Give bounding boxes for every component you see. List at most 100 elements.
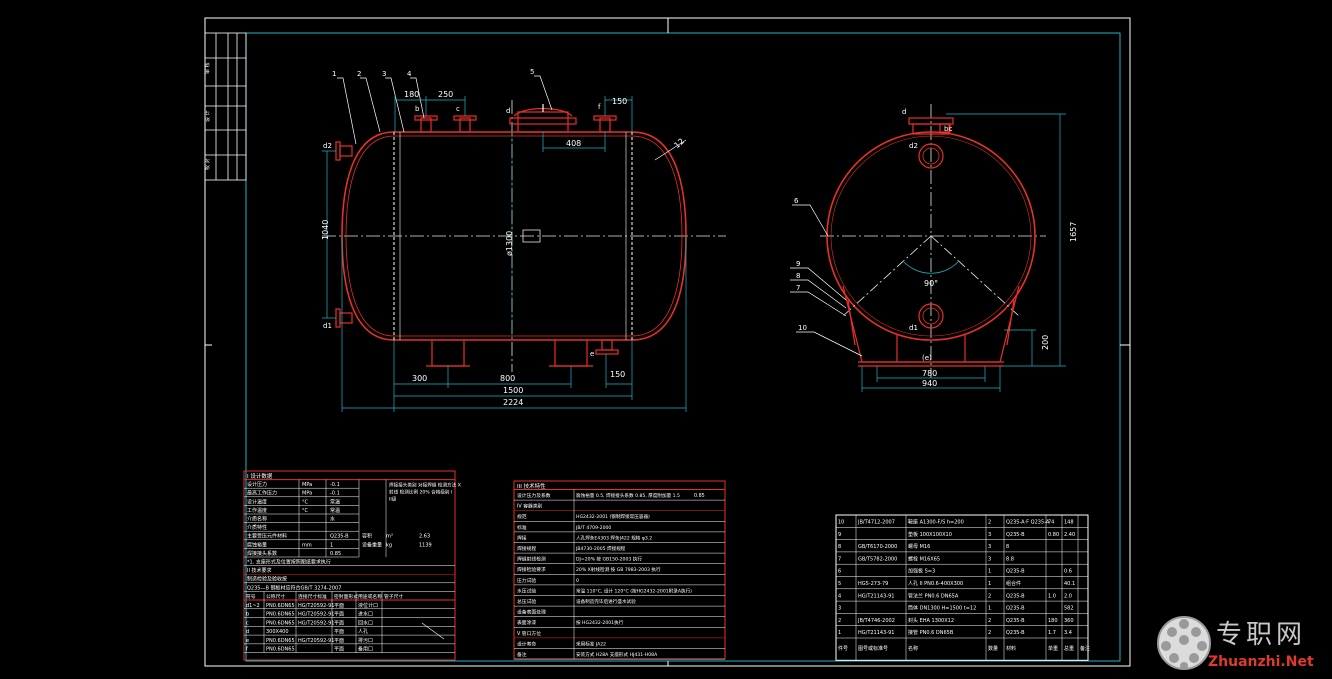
spec-row-value: 0 bbox=[576, 578, 579, 584]
spec-row-value: 腐蚀裕量 0.5, 焊接接头系数 0.85, 厚度附加量 1.5 bbox=[576, 492, 680, 499]
nozzle-cell: 平面 bbox=[334, 603, 344, 609]
parts-cell: 2 bbox=[988, 520, 991, 526]
parts-cell: 2 bbox=[988, 593, 991, 599]
parts-cell: 3 bbox=[988, 556, 991, 562]
nozzle-cell: c bbox=[246, 620, 249, 626]
parts-cell: 筒体 DN1300 H=1500 t=12 bbox=[908, 605, 976, 612]
parts-cell: 2.0 bbox=[1064, 593, 1072, 599]
parts-cell: 2 bbox=[988, 630, 991, 636]
parts-header-cell: 备注 bbox=[1080, 645, 1090, 652]
parts-cell: 1.7 bbox=[1048, 630, 1056, 636]
dim-1300: ø1300 bbox=[505, 231, 514, 256]
nozzle-cell: 300X400 bbox=[266, 629, 289, 635]
design-row-label: 最高工作压力 bbox=[247, 490, 277, 497]
callout-5: 5 bbox=[530, 68, 534, 76]
design-extra-label: 容积 bbox=[362, 533, 372, 540]
spec-row-label: 焊缝射线检测 bbox=[517, 556, 546, 563]
parts-cell: 垫板 100X100X10 bbox=[908, 531, 952, 538]
design-note-row: 制造检验及验收按 bbox=[247, 576, 287, 583]
nozzle-cell: e bbox=[246, 638, 249, 644]
nozzle-cell: HG/T20592-91 bbox=[298, 603, 334, 609]
design-row-value: 1 bbox=[330, 542, 333, 548]
parts-cell: HG/T21143-91 bbox=[858, 630, 894, 636]
design-extra-label: 设备重量 bbox=[362, 541, 382, 548]
outer-border bbox=[204, 17, 1131, 667]
design-note-row: II 技术要求 bbox=[247, 567, 272, 574]
end-callout-9: 9 bbox=[796, 260, 800, 268]
parts-header-cell: 数量 bbox=[988, 645, 998, 652]
design-row-label: 工作温度 bbox=[247, 507, 267, 514]
dim-200: 200 bbox=[1041, 335, 1050, 350]
design-extra-unit: m³ bbox=[386, 534, 393, 540]
left-title-strip bbox=[204, 32, 247, 181]
design-row-label: 介质特性 bbox=[247, 524, 267, 531]
parts-cell: 螺母 M16 bbox=[908, 543, 930, 550]
design-row-value: -0.1 bbox=[330, 482, 340, 488]
parts-cell: 10 bbox=[838, 520, 844, 526]
parts-header-cell: 总重 bbox=[1064, 645, 1074, 652]
spec-row-value: 安装方式 H28A 支座形式 HJ431-H08A bbox=[576, 651, 658, 658]
nozzle-cell: 平面 bbox=[334, 620, 344, 626]
design-row-unit: °C bbox=[302, 508, 309, 514]
design-note-row: Q235—B 钢板材应符合GB/T 3274-2007 bbox=[247, 584, 341, 591]
design-row-value: Q235-B bbox=[330, 534, 349, 540]
spec-row-value: HG2432-2001 (钢制焊接常压容器) bbox=[576, 513, 650, 520]
end-nozzle-d2: d2 bbox=[909, 142, 918, 150]
manhole bbox=[509, 104, 577, 133]
spec-row-value: JB/T 4709-2000 bbox=[575, 525, 611, 531]
spec-row-extra: 0.85 bbox=[694, 493, 705, 499]
parts-cell: 2.40 bbox=[1064, 532, 1075, 538]
end-saddle bbox=[842, 285, 1020, 367]
dim-90-deg: 90° bbox=[924, 279, 938, 288]
design-row-value: 0.85 bbox=[330, 551, 341, 557]
parts-cell: 人孔 II PN0.6-400X300 bbox=[908, 580, 963, 587]
spec-row-label: 焊接检验要求 bbox=[517, 566, 546, 573]
spec-row-label: 设计寿命 bbox=[517, 640, 536, 647]
end-nozzle-e: (e) bbox=[922, 354, 932, 362]
parts-cell: Q235-B bbox=[1006, 630, 1025, 636]
design-row-label: 腐蚀裕量 bbox=[247, 541, 267, 548]
parts-cell: JB/T4746-2002 bbox=[857, 618, 895, 624]
nozzle-header-cell: 公称尺寸 bbox=[266, 593, 285, 600]
design-row-unit: MPa bbox=[302, 482, 312, 488]
design-extra-value: 1139 bbox=[419, 542, 432, 548]
design-row-value: 水 bbox=[330, 516, 335, 523]
nozzle-cell: PN0.6DN65 bbox=[266, 620, 295, 626]
dim-300: 300 bbox=[412, 374, 427, 383]
spec-row-label: 设计压力及系数 bbox=[517, 492, 551, 499]
parts-cell: 1 bbox=[988, 606, 991, 612]
parts-cell: 360 bbox=[1064, 618, 1074, 624]
parts-cell: 6 bbox=[838, 569, 841, 575]
dim-1657: 1657 bbox=[1069, 222, 1078, 242]
spec-row-label: 规范 bbox=[517, 513, 527, 520]
dim-940: 940 bbox=[922, 379, 937, 388]
parts-cell: 3 bbox=[988, 532, 991, 538]
parts-cell: 管法兰 PN0.6 DN65A bbox=[908, 592, 959, 599]
nozzle-cell: 平面 bbox=[334, 629, 344, 635]
inner-border bbox=[245, 32, 1121, 662]
design-extra-unit: kg bbox=[386, 542, 392, 548]
nozzle-cell: 液位计口 bbox=[358, 602, 378, 609]
nozzle-cell: 平面 bbox=[334, 638, 344, 644]
watermark: 专职网 Zhuanzhi.Net bbox=[1150, 608, 1332, 679]
spec-row-value: 人孔焊条E4303 焊条J422 规格 φ3.2 bbox=[576, 534, 652, 541]
parts-cell: 582 bbox=[1064, 606, 1074, 612]
parts-cell: HG5-273-79 bbox=[858, 581, 888, 587]
spec-row-label: IV 容器类别 bbox=[517, 503, 543, 510]
nozzle-e-label: e bbox=[590, 350, 594, 358]
nozzle-cell: 排污口 bbox=[358, 637, 373, 644]
parts-cell: 8 bbox=[1006, 544, 1009, 550]
end-nozzle-d1: d1 bbox=[909, 324, 918, 332]
parts-cell: 1 bbox=[988, 581, 991, 587]
parts-cell: 8 bbox=[838, 544, 841, 550]
nozzle-header-cell: 用途或名称 bbox=[358, 593, 382, 600]
callout-4: 4 bbox=[407, 70, 412, 78]
nozzle-header-cell: 符号 bbox=[246, 593, 256, 600]
parts-cell: GB/T6170-2000 bbox=[858, 544, 897, 550]
parts-cell: 148 bbox=[1064, 520, 1074, 526]
spec-row-label: 备注 bbox=[517, 651, 527, 658]
dim-1500: 1500 bbox=[503, 386, 523, 395]
